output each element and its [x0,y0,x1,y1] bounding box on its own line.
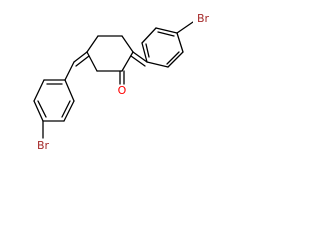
left-exocyclic-bond-1 [73,51,88,63]
right-exocyclic-bond-1 [132,51,148,63]
left-ring-bond-5 [33,79,45,102]
right-ring-bond-4 [176,32,184,53]
right-benzylidene-linker [130,51,148,67]
left-ring-bond-4 [33,100,44,122]
oxygen-label-bg [116,85,127,97]
oxygen-atom-label: O [118,84,127,97]
cyclohexanone-ring [86,35,134,72]
right-ring-bond-1 [141,42,148,63]
ring-bond-c5-c6 [86,51,98,72]
right-ring-inner-bond-2 [166,51,180,65]
left-ring-inner-bond-2 [61,100,71,118]
left-benzylidene-linker [73,51,90,67]
right-ring-inner-bond-3 [145,43,150,58]
ring-bond-c6-c1 [86,35,99,53]
left-ring-linker-bond [64,61,75,81]
left-bromophenyl-ring: Br [33,61,75,152]
right-exocyclic-bond-2 [130,55,146,67]
left-bromine-label-bg [33,139,53,152]
right-ring-inner-bond-1 [157,31,175,37]
carbonyl-group: O [116,70,127,97]
right-ring-bond-6 [146,61,169,68]
left-ring-inner-bond-3 [37,100,47,118]
structure-diagram: O Br Br [33,12,211,152]
left-ring-bond-1 [64,79,75,102]
right-ring-bond-3 [155,27,178,34]
right-ring-bond-5 [167,51,184,68]
left-exocyclic-bond-2 [75,55,90,67]
ring-bond-c2-c3 [121,35,134,53]
right-ring-bond-2 [141,27,157,44]
right-bromine-label-bg [193,13,211,26]
left-ring-bond-2 [63,100,75,122]
right-bromophenyl-ring: Br [141,12,211,68]
right-bromine-bond [176,21,194,34]
ring-bond-c3-c4 [121,51,134,72]
bromine-bottom-atom-label: Br [37,139,50,152]
bromine-top-atom-label: Br [197,12,210,25]
